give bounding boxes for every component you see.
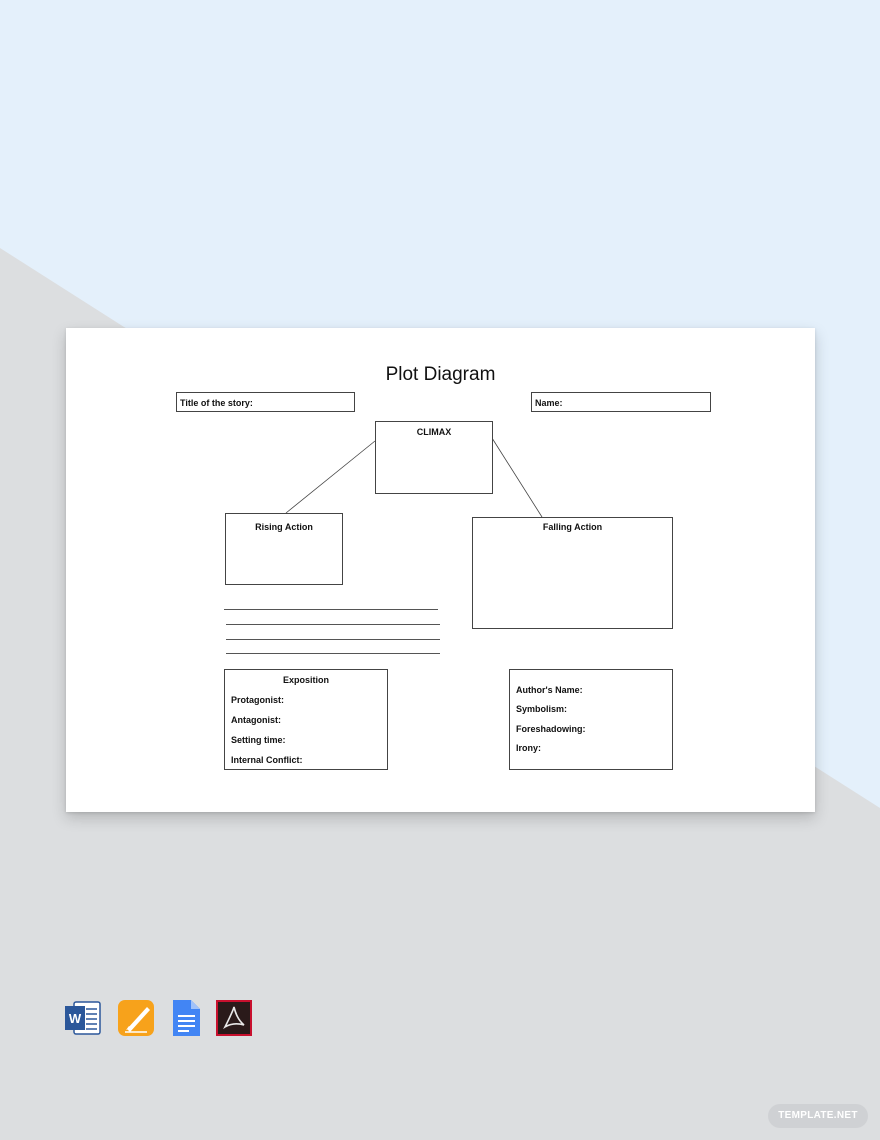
- irony-label: Irony:: [516, 743, 542, 753]
- rising-action-box: Rising Action: [225, 513, 343, 585]
- name-field: Name:: [531, 392, 711, 412]
- plot-connectors: [285, 437, 543, 518]
- writing-line: [224, 609, 438, 610]
- protagonist-label: Protagonist:: [231, 695, 284, 705]
- falling-action-label: Falling Action: [542, 522, 603, 532]
- authors-name-label: Author's Name:: [516, 685, 583, 695]
- foreshadowing-label: Foreshadowing:: [516, 724, 586, 734]
- story-details-box: Author's Name: Symbolism: Foreshadowing:…: [509, 669, 673, 770]
- rising-action-label: Rising Action: [255, 522, 313, 532]
- pdf-icon[interactable]: [215, 999, 253, 1037]
- story-title-field: Title of the story:: [176, 392, 355, 412]
- google-docs-icon[interactable]: [167, 999, 205, 1037]
- word-icon[interactable]: W: [64, 999, 102, 1037]
- pages-icon[interactable]: [117, 999, 155, 1037]
- writing-line: [226, 639, 440, 640]
- name-label: Name:: [535, 398, 563, 408]
- internal-conflict-label: Internal Conflict:: [231, 755, 303, 765]
- climax-box: CLIMAX: [375, 421, 493, 494]
- template-net-watermark: TEMPLATE.NET: [768, 1104, 868, 1128]
- climax-label: CLIMAX: [416, 427, 452, 437]
- writing-line: [226, 653, 440, 654]
- rising-to-climax-line: [285, 440, 376, 514]
- antagonist-label: Antagonist:: [231, 715, 281, 725]
- symbolism-label: Symbolism:: [516, 704, 568, 714]
- setting-time-label: Setting time:: [231, 735, 286, 745]
- story-title-label: Title of the story:: [180, 398, 253, 408]
- exposition-box: Exposition Protagonist: Antagonist: Sett…: [224, 669, 388, 770]
- falling-action-box: Falling Action: [472, 517, 673, 629]
- document-preview: Plot Diagram Title of the story: Name: C…: [66, 328, 815, 812]
- climax-to-falling-line: [491, 437, 543, 518]
- svg-text:W: W: [69, 1011, 82, 1026]
- writing-line: [226, 624, 440, 625]
- document-title: Plot Diagram: [385, 364, 496, 385]
- exposition-title: Exposition: [282, 675, 329, 685]
